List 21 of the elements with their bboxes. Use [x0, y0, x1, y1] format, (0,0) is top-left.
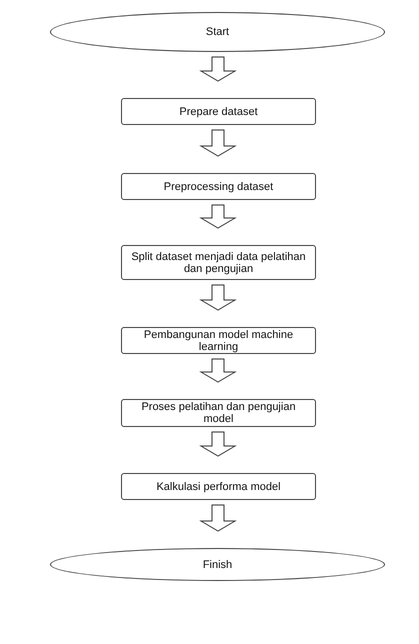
process-box [121, 173, 316, 200]
node-text: Preprocessing dataset [162, 180, 274, 192]
block-arrow [199, 358, 237, 383]
node-text: Pembangunan model machine learning [142, 328, 294, 352]
node-text: Proses pelatihan dan pengujian model [140, 401, 297, 425]
block-arrow [199, 504, 237, 532]
block-arrow [199, 130, 237, 157]
process-box [121, 327, 316, 354]
block-arrow [199, 284, 237, 311]
node-text: Split dataset menjadi data pelatihan dan pengujian [130, 250, 307, 274]
node-text: Start [204, 26, 230, 38]
process-box [121, 473, 316, 500]
block-arrow [199, 204, 237, 229]
process-box [121, 245, 316, 280]
node-text: Kalkulasi performa model [155, 480, 282, 492]
block-arrow [199, 56, 237, 82]
block-arrow [199, 432, 237, 457]
process-box [121, 399, 316, 427]
process-box [121, 98, 316, 125]
node-text: Finish [202, 558, 234, 570]
node-text: Prepare dataset [178, 106, 259, 118]
